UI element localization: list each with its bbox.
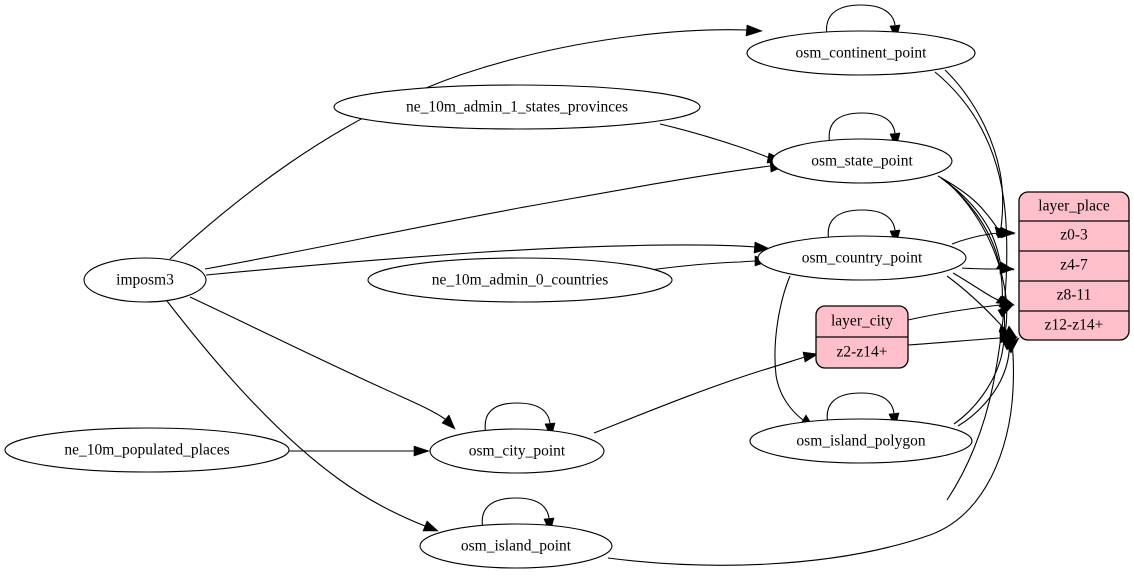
layer-city-row-z2-z14: z2-z14+ [837,344,888,361]
edge-osm-country-point-to-osm-island-polygon [774,275,815,429]
edge-osm-country-point-to-layer-place-z0-3 [951,227,1016,245]
edge-layer-city-to-layer-place-z12-z14 [907,332,1015,346]
edge-imposm3-to-osm-continent-point [169,24,763,260]
node-layer-city[interactable]: layer_city z2-z14+ [815,305,909,369]
node-ne-10m-admin-0-countries[interactable]: ne_10m_admin_0_countries [367,257,673,303]
edge-ne-states-to-osm-state-point [659,123,787,164]
edge-imposm3-to-osm-state-point [204,160,786,270]
node-osm-state-point-label: osm_state_point [811,153,913,170]
edge-osm-continent-point-to-layer-place-z0-3 [944,69,1016,239]
node-osm-state-point[interactable]: osm_state_point [771,138,953,184]
node-osm-country-point-label: osm_country_point [802,250,923,267]
layer-place-row-z4-7: z4-7 [1060,257,1088,274]
edge-osm-island-polygon-to-layer-place-z8-11 [953,304,1015,425]
node-ne-populated-label: ne_10m_populated_places [64,442,229,459]
node-osm-island-polygon[interactable]: osm_island_polygon [749,418,973,464]
edge-ne-populated-to-osm-city-point [289,445,430,457]
node-osm-country-point[interactable]: osm_country_point [757,235,967,281]
node-ne-countries-label: ne_10m_admin_0_countries [432,272,609,289]
edge-imposm3-to-osm-city-point [189,296,456,430]
node-layer-place[interactable]: layer_place z0-3 z4-7 z8-11 z12-z14+ [1018,191,1130,341]
edge-imposm3-to-osm-island-point [166,300,439,532]
node-osm-island-point-label: osm_island_point [461,538,572,555]
node-osm-city-point-label: osm_city_point [469,443,566,460]
layer-place-row-z12-z14: z12-z14+ [1045,317,1104,334]
node-ne-states-label: ne_10m_admin_1_states_provinces [406,99,628,116]
edge-osm-city-point-to-layer-city [593,351,819,434]
node-ne-10m-admin-1-states-provinces[interactable]: ne_10m_admin_1_states_provinces [333,84,701,130]
edge-osm-island-point-to-layer-place-z12-z14 [607,337,1020,566]
node-imposm3[interactable]: imposm3 [83,257,207,303]
node-ne-10m-populated-places[interactable]: ne_10m_populated_places [4,427,290,473]
node-osm-island-polygon-label: osm_island_polygon [796,433,925,450]
layer-city-title: layer_city [831,313,893,330]
layer-place-title: layer_place [1038,198,1110,215]
edge-imposm3-to-osm-country-point [205,241,771,276]
node-osm-continent-point-label: osm_continent_point [796,45,928,62]
node-osm-city-point[interactable]: osm_city_point [429,428,605,474]
node-layer: imposm3 ne_10m_admin_1_states_provinces … [4,30,1130,569]
layer-place-row-z8-11: z8-11 [1057,287,1092,304]
node-osm-island-point[interactable]: osm_island_point [419,523,613,569]
node-imposm3-label: imposm3 [116,272,174,289]
edge-osm-continent-point-long-curve [934,71,1008,501]
edge-osm-island-polygon-to-layer-place-z12-z14 [957,336,1018,427]
node-osm-continent-point[interactable]: osm_continent_point [746,30,976,76]
edge-layer [166,4,1020,566]
edge-ne-countries-to-osm-country-point [649,255,771,271]
layer-place-row-z0-3: z0-3 [1060,227,1088,244]
